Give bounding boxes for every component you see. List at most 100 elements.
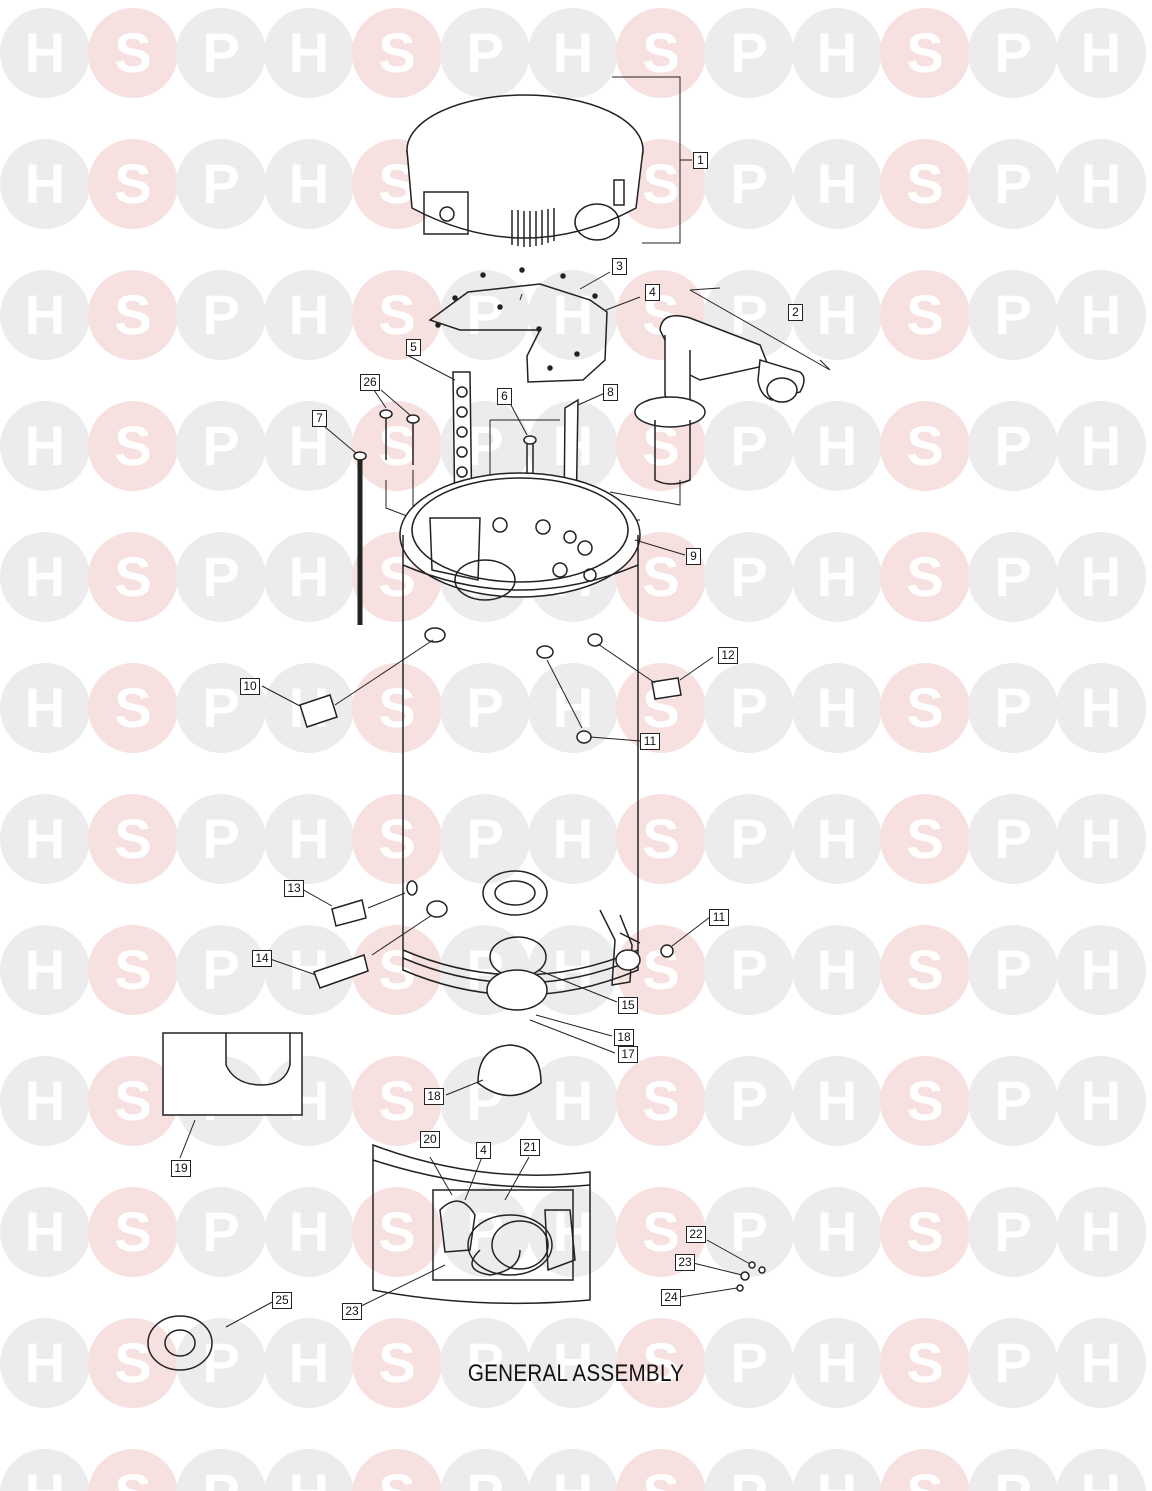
watermark-letter: P <box>466 807 503 870</box>
watermark-letter: P <box>202 1462 239 1491</box>
watermark-letter: S <box>114 414 151 477</box>
watermark-circle <box>528 794 618 884</box>
watermark-letter: S <box>378 938 415 1001</box>
watermark-circle <box>616 8 706 98</box>
watermark-circle <box>176 532 266 622</box>
watermark-circle <box>792 1187 882 1277</box>
watermark-letter: S <box>906 152 943 215</box>
watermark-circle <box>1056 139 1146 229</box>
watermark-circle <box>0 401 90 491</box>
watermark-circle <box>440 794 530 884</box>
callout-part-26[interactable]: 26 <box>360 374 380 391</box>
callout-part-13[interactable]: 13 <box>284 880 304 897</box>
dome-cover <box>477 1044 542 1097</box>
watermark-letter: H <box>553 807 593 870</box>
watermark-letter: P <box>994 1462 1031 1491</box>
watermark-letter: H <box>553 676 593 739</box>
watermark-circle <box>0 1449 90 1491</box>
callout-part-1[interactable]: 1 <box>693 152 708 169</box>
watermark-letter: H <box>25 545 65 608</box>
callout-part-23b[interactable]: 23 <box>342 1303 362 1320</box>
callout-part-25[interactable]: 25 <box>272 1292 292 1309</box>
watermark-circle <box>1056 1449 1146 1491</box>
burner-assembly <box>609 287 831 506</box>
callout-part-23a[interactable]: 23 <box>675 1254 695 1271</box>
watermark-letter: H <box>289 21 329 84</box>
watermark-letter: P <box>466 21 503 84</box>
callout-part-15[interactable]: 15 <box>618 997 638 1014</box>
watermark-circle <box>352 8 442 98</box>
watermark-letter: S <box>906 1069 943 1132</box>
watermark-letter: S <box>642 1331 679 1394</box>
watermark-circle <box>264 270 354 360</box>
watermark-letter: H <box>817 1462 857 1491</box>
watermark-circle <box>792 532 882 622</box>
technical-drawing <box>147 76 831 1371</box>
watermark-letter: S <box>642 1069 679 1132</box>
watermark-letter: S <box>642 1200 679 1263</box>
callout-part-19[interactable]: 19 <box>171 1160 191 1177</box>
watermark-letter: H <box>289 545 329 608</box>
callout-part-22[interactable]: 22 <box>686 1226 706 1243</box>
callout-part-18b[interactable]: 18 <box>424 1088 444 1105</box>
watermark-letter: S <box>642 21 679 84</box>
callout-part-20[interactable]: 20 <box>420 1131 440 1148</box>
callout-part-7[interactable]: 7 <box>312 410 327 427</box>
watermark-circle <box>528 1318 618 1408</box>
watermark-letter: P <box>466 1462 503 1491</box>
callout-part-12[interactable]: 12 <box>718 647 738 664</box>
watermark-letter: P <box>994 545 1031 608</box>
combustion-chamber-view <box>372 1143 591 1305</box>
watermark-letter: H <box>1081 938 1121 1001</box>
callout-part-4b[interactable]: 4 <box>476 1142 491 1159</box>
watermark-letter: H <box>553 1462 593 1491</box>
watermark-letter: S <box>906 1200 943 1263</box>
callout-part-18a[interactable]: 18 <box>614 1029 634 1046</box>
watermark-letter: S <box>114 1462 151 1491</box>
watermark-letter: P <box>730 414 767 477</box>
callout-part-5[interactable]: 5 <box>406 339 421 356</box>
watermark-circle <box>440 1449 530 1491</box>
callout-part-11a[interactable]: 11 <box>640 733 660 750</box>
callout-part-14[interactable]: 14 <box>252 950 272 967</box>
watermark-circle <box>880 270 970 360</box>
watermark-letter: H <box>289 1462 329 1491</box>
watermark-letter: H <box>1081 676 1121 739</box>
watermark-circle <box>176 794 266 884</box>
watermark-circle <box>88 1449 178 1491</box>
watermark-letter: H <box>1081 152 1121 215</box>
watermark-letter: P <box>994 1069 1031 1132</box>
watermark-circle <box>264 1318 354 1408</box>
callout-part-11b[interactable]: 11 <box>709 909 729 926</box>
callout-part-10[interactable]: 10 <box>240 678 260 695</box>
watermark-letter: H <box>1081 545 1121 608</box>
callout-part-2[interactable]: 2 <box>788 304 803 321</box>
watermark-letter: S <box>114 21 151 84</box>
watermark-circle <box>968 925 1058 1015</box>
watermark-circle <box>528 8 618 98</box>
watermark-letter: S <box>906 938 943 1001</box>
watermark-letter: H <box>817 414 857 477</box>
watermark-circle <box>704 401 794 491</box>
watermark-circle <box>352 270 442 360</box>
watermark-circle <box>968 401 1058 491</box>
watermark-letter: P <box>466 414 503 477</box>
callout-part-9[interactable]: 9 <box>686 548 701 565</box>
watermark-circle <box>1056 1056 1146 1146</box>
watermark-circle <box>880 1056 970 1146</box>
watermark-letter: P <box>730 152 767 215</box>
watermark-letter: P <box>994 283 1031 346</box>
watermark-circle <box>792 1318 882 1408</box>
callout-part-17[interactable]: 17 <box>618 1046 638 1063</box>
watermark-circle <box>704 1187 794 1277</box>
watermark-letter: H <box>25 938 65 1001</box>
callout-part-24[interactable]: 24 <box>661 1289 681 1306</box>
callout-part-8[interactable]: 8 <box>603 384 618 401</box>
watermark-letter: S <box>642 1462 679 1491</box>
callout-part-3[interactable]: 3 <box>612 258 627 275</box>
callout-part-4[interactable]: 4 <box>645 284 660 301</box>
callout-part-6[interactable]: 6 <box>497 388 512 405</box>
watermark-letter: H <box>25 676 65 739</box>
callout-part-21[interactable]: 21 <box>520 1139 540 1156</box>
watermark-letter: H <box>1081 414 1121 477</box>
